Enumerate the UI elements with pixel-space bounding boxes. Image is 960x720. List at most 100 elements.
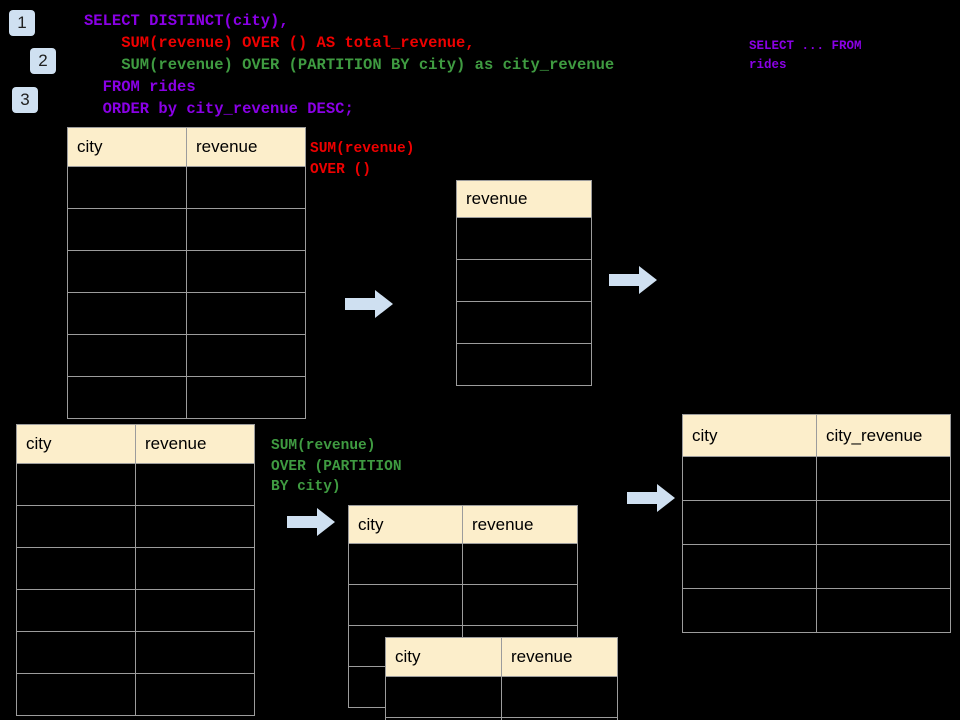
cell-revenue <box>186 376 306 419</box>
table-row <box>456 301 592 344</box>
table-row <box>16 589 255 632</box>
cell-city <box>67 166 187 209</box>
cell-revenue <box>186 208 306 251</box>
table-header-row: city city_revenue <box>682 414 951 457</box>
table-row <box>456 259 592 302</box>
table-row <box>348 543 578 585</box>
cell-city <box>682 544 817 589</box>
table-row <box>67 334 306 377</box>
table-header-row: city revenue <box>348 505 578 544</box>
cell-revenue <box>456 217 592 260</box>
column-header-city: city <box>348 505 463 544</box>
table-header-row: city revenue <box>385 637 618 677</box>
table-row <box>16 463 255 506</box>
cell-revenue <box>501 717 618 720</box>
column-header-city: city <box>67 127 187 167</box>
annotation-select-from-rides: SELECT ... FROM rides <box>749 39 862 73</box>
cell-city <box>682 588 817 633</box>
cell-city <box>67 292 187 335</box>
cell-city <box>67 376 187 419</box>
cell-city <box>67 250 187 293</box>
table-header-row: city revenue <box>67 127 306 167</box>
table-rides-source-top: city revenue <box>67 127 306 419</box>
table-row <box>16 547 255 590</box>
step-badge-2: 2 <box>30 48 56 74</box>
cell-revenue <box>186 250 306 293</box>
table-row <box>67 250 306 293</box>
table-row <box>456 217 592 260</box>
cell-city <box>16 505 136 548</box>
cell-city <box>682 500 817 545</box>
cell-revenue <box>135 631 255 674</box>
table-row <box>682 544 951 589</box>
cell-revenue <box>135 589 255 632</box>
cell-city-revenue <box>816 588 951 633</box>
cell-city-revenue <box>816 500 951 545</box>
column-header-revenue: revenue <box>135 424 255 464</box>
column-header-revenue: revenue <box>501 637 618 677</box>
annotation-sum-over-partition: SUM(revenue) OVER (PARTITION BY city) <box>271 438 402 496</box>
arrow-right-icon-3 <box>287 508 335 536</box>
cell-revenue <box>456 301 592 344</box>
annotation-sum-over-empty: SUM(revenue) OVER () <box>310 141 415 178</box>
column-header-revenue: revenue <box>462 505 578 544</box>
table-row <box>682 456 951 501</box>
column-header-city-revenue: city_revenue <box>816 414 951 457</box>
column-header-city: city <box>682 414 817 457</box>
table-total-revenue-result: revenue <box>456 180 592 386</box>
sql-line-order-by: ORDER by city_revenue DESC; <box>84 100 354 118</box>
table-final-result: city city_revenue <box>682 414 951 633</box>
table-header-row: city revenue <box>16 424 255 464</box>
step-badge-3: 3 <box>12 87 38 113</box>
column-header-city: city <box>385 637 502 677</box>
table-row <box>682 500 951 545</box>
cell-city <box>348 543 463 585</box>
table-row <box>67 292 306 335</box>
table-row <box>682 588 951 633</box>
sql-line-total-revenue: SUM(revenue) OVER () AS total_revenue, <box>84 34 475 52</box>
cell-revenue <box>186 292 306 335</box>
table-row <box>385 676 618 718</box>
cell-city <box>67 334 187 377</box>
cell-revenue <box>462 584 578 626</box>
cell-revenue <box>456 259 592 302</box>
column-header-city: city <box>16 424 136 464</box>
cell-revenue <box>135 547 255 590</box>
table-row <box>67 166 306 209</box>
arrow-right-icon-2 <box>609 266 657 294</box>
cell-revenue <box>135 673 255 716</box>
table-row <box>67 376 306 419</box>
cell-city <box>16 589 136 632</box>
cell-city <box>16 463 136 506</box>
cell-revenue <box>456 343 592 386</box>
cell-revenue <box>462 543 578 585</box>
table-row <box>67 208 306 251</box>
arrow-right-icon-1 <box>345 290 393 318</box>
cell-revenue <box>135 505 255 548</box>
column-header-revenue: revenue <box>456 180 592 218</box>
step-badge-1: 1 <box>9 10 35 36</box>
sql-line-from-rides: FROM rides <box>84 78 196 96</box>
cell-city <box>385 676 502 718</box>
cell-revenue <box>501 676 618 718</box>
cell-city <box>67 208 187 251</box>
sql-line-select-distinct: SELECT DISTINCT(city), <box>84 12 289 30</box>
table-rides-source-bottom: city revenue <box>16 424 255 716</box>
table-header-row: revenue <box>456 180 592 218</box>
column-header-revenue: revenue <box>186 127 306 167</box>
table-row <box>16 505 255 548</box>
table-row <box>348 584 578 626</box>
cell-revenue <box>135 463 255 506</box>
cell-revenue <box>186 166 306 209</box>
cell-city <box>16 547 136 590</box>
cell-revenue <box>186 334 306 377</box>
sql-line-city-revenue: SUM(revenue) OVER (PARTITION BY city) as… <box>84 56 615 74</box>
cell-city <box>16 673 136 716</box>
cell-city <box>348 584 463 626</box>
cell-city <box>16 631 136 674</box>
cell-city-revenue <box>816 456 951 501</box>
table-row <box>16 673 255 716</box>
table-row <box>385 717 618 720</box>
cell-city-revenue <box>816 544 951 589</box>
